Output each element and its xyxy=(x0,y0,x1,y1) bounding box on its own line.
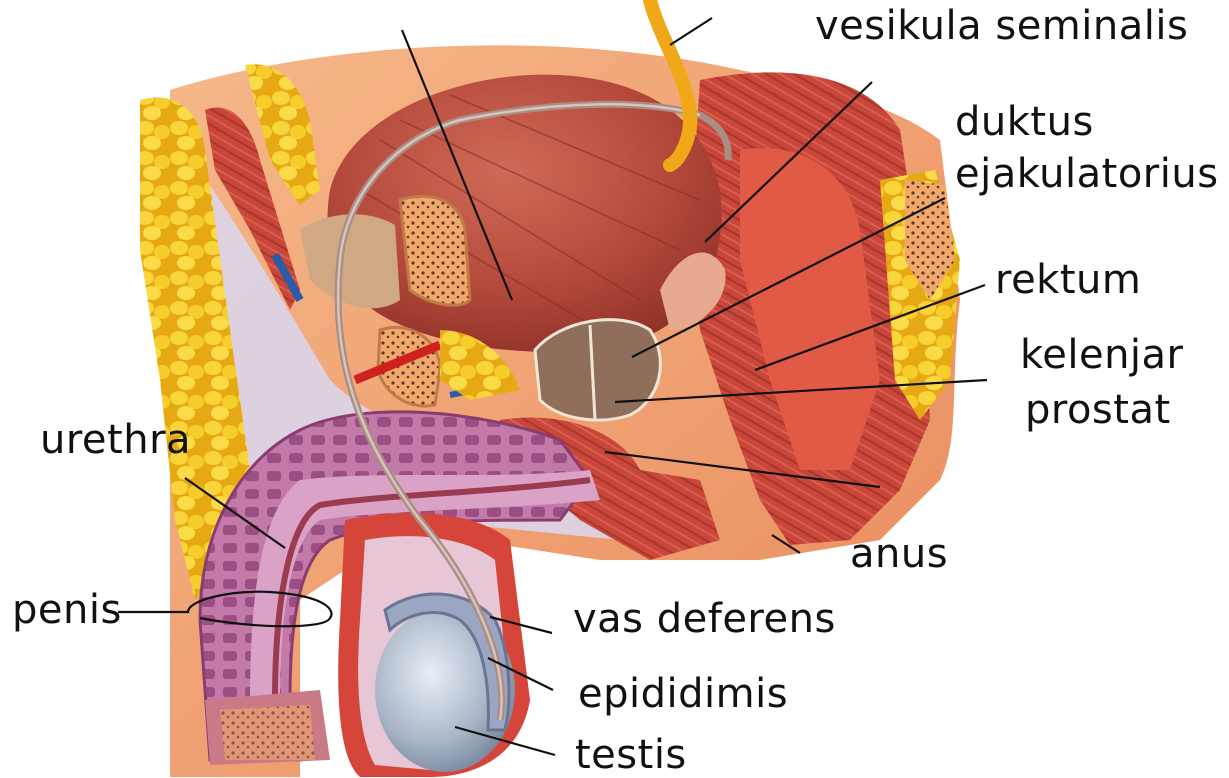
label-urethra: urethra xyxy=(40,418,191,462)
label-anus: anus xyxy=(850,532,948,576)
prostate xyxy=(535,320,660,420)
label-kelenjar-line1: kelenjar xyxy=(1020,333,1184,377)
label-penis: penis xyxy=(12,588,122,632)
label-testis: testis xyxy=(575,733,687,777)
pubic-bone xyxy=(400,196,470,305)
label-vesikula-seminalis: vesikula seminalis xyxy=(815,4,1188,48)
label-vas-deferens: vas deferens xyxy=(573,597,836,641)
label-duktus-line1: duktus xyxy=(955,100,1094,144)
label-kelenjar-line2: prostat xyxy=(1025,388,1171,432)
label-epididimis: epididimis xyxy=(578,672,788,716)
glans-dots xyxy=(220,705,315,760)
label-rektum: rektum xyxy=(995,258,1141,302)
label-duktus-line2: ejakulatorius xyxy=(955,152,1219,196)
